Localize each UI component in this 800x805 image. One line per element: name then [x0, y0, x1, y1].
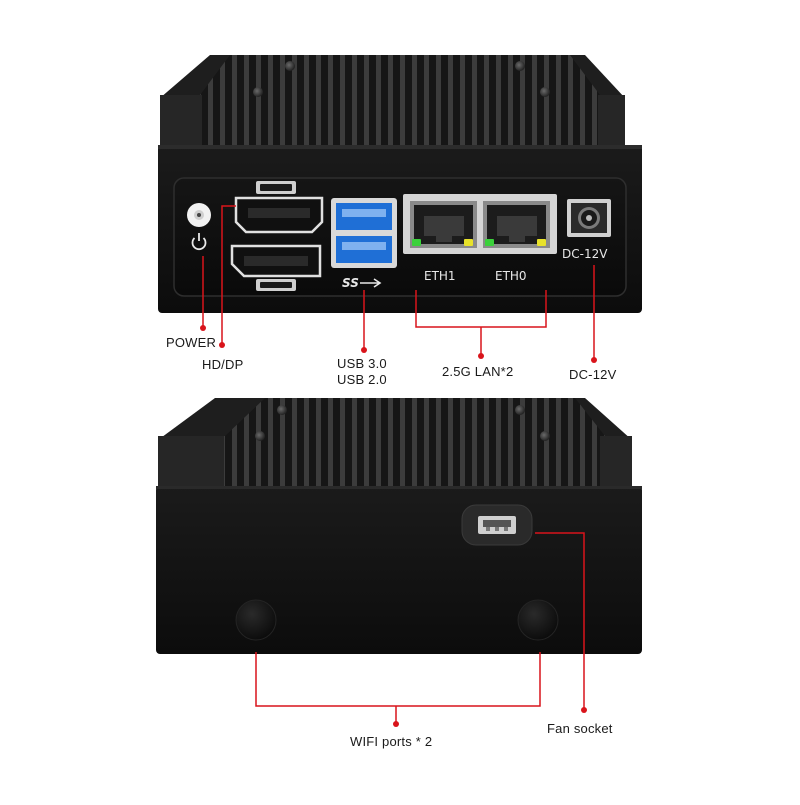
- front-view-device: SS ETH1 ETH0 DC-12: [158, 55, 642, 313]
- fan-socket: [461, 504, 533, 546]
- displayport-port: [230, 244, 322, 278]
- usb3-callout-label: USB 3.0: [337, 356, 387, 371]
- lan-callout-label: 2.5G LAN*2: [442, 364, 514, 379]
- mini-port-bottom: [256, 279, 296, 291]
- callout-dots-bottom: [393, 707, 587, 727]
- mini-port-top: [256, 181, 296, 194]
- hdmi-port: [234, 196, 324, 234]
- ethernet-ports: [403, 194, 557, 254]
- usb-port-stack: [331, 198, 397, 268]
- dc-callout-label: DC-12V: [569, 367, 617, 382]
- callout-lines-top: [202, 205, 595, 360]
- usb-logo-text: SS: [342, 276, 359, 290]
- power-callout-label: POWER: [166, 335, 217, 350]
- power-icon: [191, 233, 207, 251]
- dc-jack: [567, 199, 611, 237]
- hd-dp-callout-label: HD/DP: [202, 357, 244, 372]
- usb2-callout-label: USB 2.0: [337, 372, 387, 387]
- wifi-port-right: [517, 599, 559, 641]
- usb-superspeed-icon: SS: [342, 276, 382, 290]
- fan-callout-label: Fan socket: [547, 721, 613, 736]
- dc-port-label: DC-12V: [562, 247, 608, 261]
- eth0-label: ETH0: [495, 269, 527, 283]
- rear-view-device: [156, 398, 642, 654]
- callout-dots-top: [200, 325, 597, 363]
- wifi-port-left: [235, 599, 277, 641]
- wifi-callout-label: WIFI ports * 2: [350, 734, 433, 749]
- power-button: [187, 203, 211, 227]
- eth1-label: ETH1: [424, 269, 456, 283]
